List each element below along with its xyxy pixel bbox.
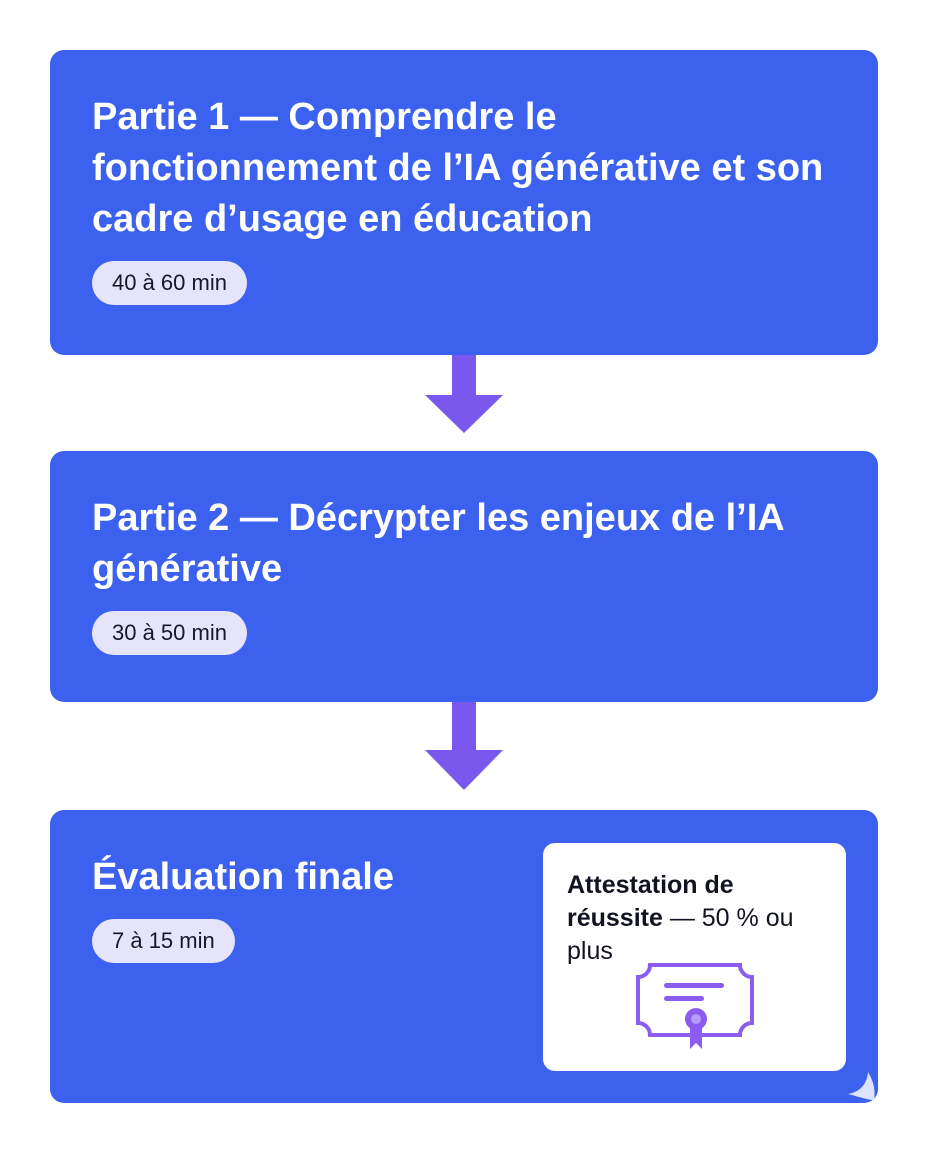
down-arrow-icon [425, 702, 503, 790]
sparkle-icon [848, 1072, 875, 1100]
step-title: Partie 2 — Décrypter les enjeux de l’IA … [92, 497, 784, 590]
certificate-threshold: — 50 % ou plus [567, 904, 794, 965]
step-card-partie-1: Partie 1 — Comprendre le fonctionnement … [50, 50, 878, 355]
down-arrow-icon [425, 355, 503, 433]
duration-badge: 30 à 50 min [92, 611, 247, 655]
certificate-card: Attestation de réussite — 50 % ou plus [543, 843, 846, 1071]
step-title: Partie 1 — Comprendre le fonctionnement … [92, 96, 824, 240]
duration-badge: 7 à 15 min [92, 919, 235, 963]
step-card-partie-2: Partie 2 — Décrypter les enjeux de l’IA … [50, 451, 878, 702]
step-title: Évaluation finale [92, 856, 394, 898]
certificate-icon [636, 963, 754, 1049]
duration-badge: 40 à 60 min [92, 261, 247, 305]
certificate-title: Attestation de réussite [567, 871, 734, 932]
certificate-label: Attestation de réussite — 50 % ou plus [567, 869, 822, 968]
